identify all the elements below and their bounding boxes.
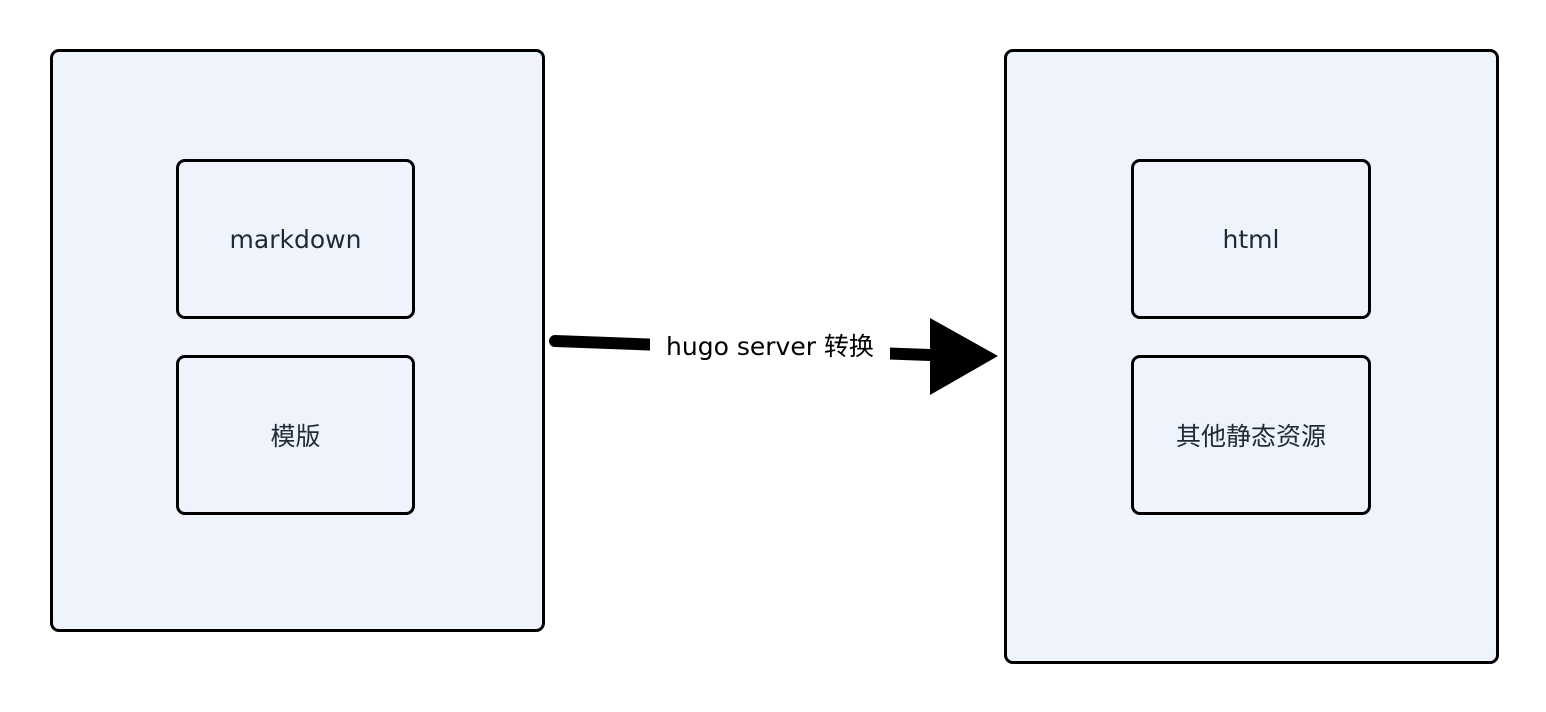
markdown-node: markdown — [176, 159, 415, 319]
html-node: html — [1131, 159, 1371, 319]
arrow-label-text: hugo server 转换 — [666, 332, 874, 361]
static-assets-node-label: 其他静态资源 — [1175, 422, 1326, 451]
arrow-label: hugo server 转换 — [650, 325, 890, 365]
template-node-label: 模版 — [270, 422, 321, 451]
arrow-head-icon — [930, 318, 998, 395]
template-node: 模版 — [176, 355, 415, 515]
source-container — [50, 49, 545, 632]
static-assets-node: 其他静态资源 — [1131, 355, 1371, 515]
markdown-node-label: markdown — [229, 224, 362, 254]
html-node-label: html — [1222, 224, 1280, 254]
